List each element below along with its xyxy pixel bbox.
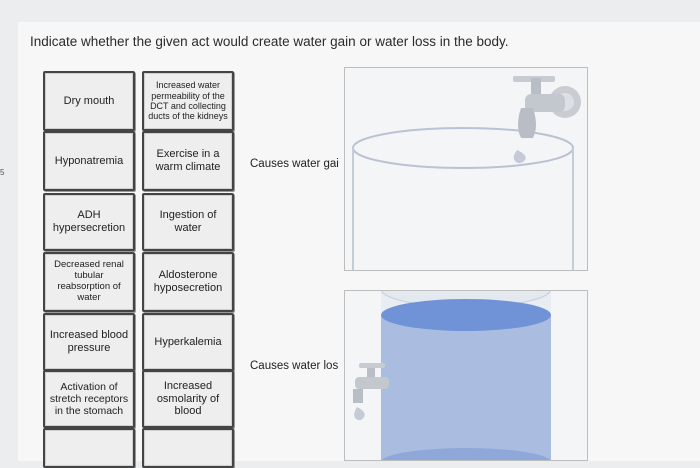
card-decreased-renal-reabsorption[interactable]: Decreased renal tubular reabsorption of …	[43, 252, 135, 312]
card-label: Decreased renal tubular reabsorption of …	[54, 259, 124, 303]
card-label: Hyponatremia	[54, 154, 124, 167]
card-hyponatremia[interactable]: Hyponatremia	[43, 131, 135, 191]
card-label: Increased water permeability of the DCT …	[148, 80, 228, 122]
card-hyperkalemia[interactable]: Hyperkalemia	[142, 313, 234, 371]
card-activation-stretch-receptors[interactable]: Activation of stretch receptors in the s…	[43, 370, 135, 428]
card-label: Increased osmolarity of blood	[156, 380, 220, 418]
side-marker: 5	[0, 168, 5, 177]
faucet-icon	[353, 363, 389, 403]
card-label: Dry mouth	[63, 94, 115, 107]
card-adh-hypersecretion[interactable]: ADH hypersecretion	[43, 193, 135, 251]
card-label: Increased blood pressure	[49, 329, 129, 354]
card-exercise-warm-climate[interactable]: Exercise in a warm climate	[142, 131, 234, 191]
leaking-tank-illustration	[353, 291, 552, 460]
faucet-icon	[513, 76, 581, 138]
card-label: Aldosterone hyposecretion	[153, 269, 223, 294]
water-loss-label: Causes water los	[250, 360, 339, 372]
card-label: ADH hypersecretion	[52, 209, 126, 234]
card-increased-water-permeability[interactable]: Increased water permeability of the DCT …	[142, 71, 234, 131]
water-drop-icon	[513, 150, 526, 164]
card-increased-blood-pressure[interactable]: Increased blood pressure	[43, 313, 135, 371]
question-text: Indicate whether the given act would cre…	[30, 34, 509, 49]
faucet-glass-illustration	[352, 76, 581, 270]
card-partial-middle[interactable]	[142, 428, 234, 468]
card-label: Hyperkalemia	[154, 335, 222, 348]
card-label: Activation of stretch receptors in the s…	[49, 380, 129, 418]
water-drop-icon	[354, 407, 365, 421]
card-dry-mouth[interactable]: Dry mouth	[43, 71, 135, 131]
water-gain-label: Causes water gai	[250, 158, 339, 170]
card-partial-left[interactable]	[43, 428, 135, 468]
card-label: Ingestion of water	[159, 209, 217, 234]
card-increased-osmolarity[interactable]: Increased osmolarity of blood	[142, 370, 234, 428]
card-ingestion-of-water[interactable]: Ingestion of water	[142, 193, 234, 251]
water-loss-drop-zone[interactable]	[344, 290, 588, 461]
card-label: Exercise in a warm climate	[155, 148, 221, 173]
water-gain-drop-zone[interactable]	[344, 67, 588, 271]
card-aldosterone-hyposecretion[interactable]: Aldosterone hyposecretion	[142, 252, 234, 312]
